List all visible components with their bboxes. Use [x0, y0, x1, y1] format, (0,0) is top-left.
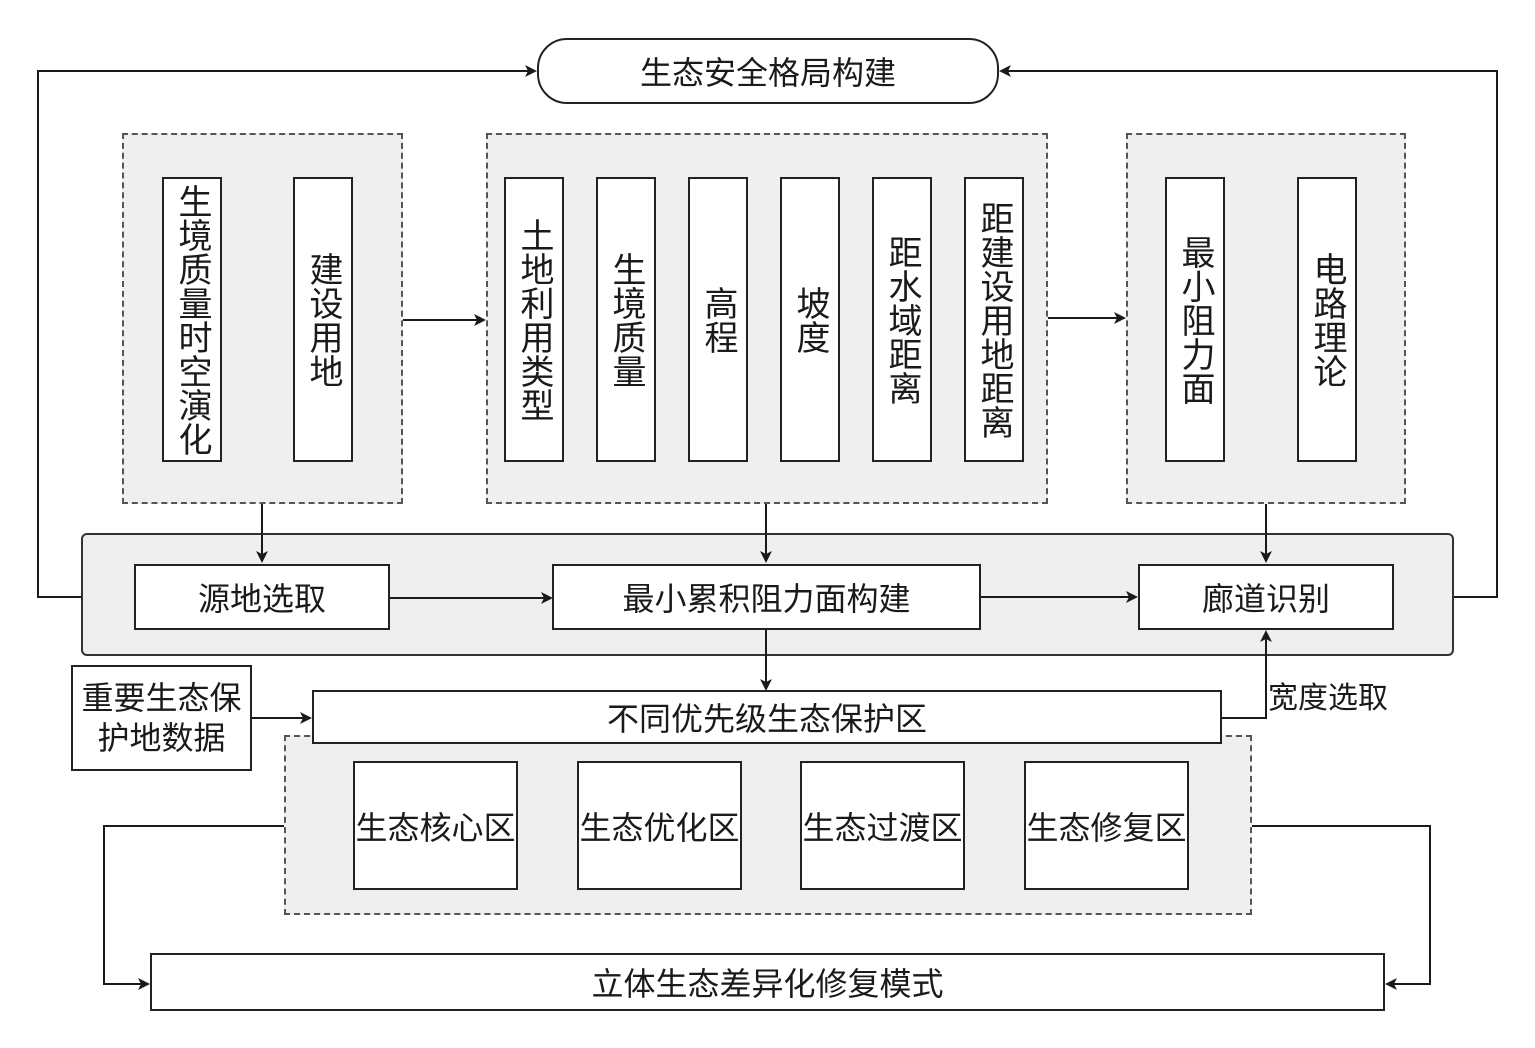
source-selection-box: 源地选取 [134, 564, 390, 630]
corridor-identification-label: 廊道识别 [1201, 580, 1330, 618]
mcr-surface-box: 最小累积阻力面构建 [552, 564, 981, 630]
width-selection-label: 宽度选取 [1268, 681, 1388, 716]
important-protected-area-data-label: 重要生态保护地数据 [81, 679, 242, 757]
resistance-factor-label: 距建设用地距离 [974, 200, 1014, 439]
important-protected-area-data-box: 重要生态保护地数据 [71, 665, 252, 771]
zone-label: 生态修复区 [1026, 808, 1187, 847]
priority-protection-zones-label: 不同优先级生态保护区 [606, 700, 927, 738]
differentiated-restoration-mode-box: 立体生态差异化修复模式 [150, 953, 1385, 1011]
differentiated-restoration-mode-label: 立体生态差异化修复模式 [591, 965, 944, 1003]
zone-label: 生态过渡区 [802, 808, 963, 847]
zone-label: 生态核心区 [355, 808, 516, 847]
zone-optimization: 生态优化区 [577, 761, 742, 890]
ecological-security-pattern-label: 生态安全格局构建 [639, 54, 896, 92]
zone-label: 生态优化区 [579, 808, 740, 847]
resistance-factor-label: 高程 [698, 285, 738, 354]
resistance-factor-label: 距水域距离 [882, 234, 922, 405]
corridor-method-label: 电路理论 [1307, 251, 1347, 388]
resistance-factor-label: 坡度 [790, 285, 830, 354]
zone-core: 生态核心区 [353, 761, 518, 890]
resistance-factor-slope: 坡度 [780, 177, 840, 462]
mcr-surface-label: 最小累积阻力面构建 [622, 580, 911, 618]
resistance-factor-water-distance: 距水域距离 [872, 177, 932, 462]
resistance-factor-label: 生境质量 [606, 251, 646, 388]
resistance-factor-habitat-quality: 生境质量 [596, 177, 656, 462]
resistance-factor-label: 土地利用类型 [514, 217, 554, 422]
source-factor-construction-land: 建设用地 [293, 177, 353, 462]
source-selection-label: 源地选取 [197, 580, 326, 618]
source-factor-habitat-evolution: 生境质量时空演化 [162, 177, 222, 462]
zone-transition: 生态过渡区 [800, 761, 965, 890]
resistance-factor-elevation: 高程 [688, 177, 748, 462]
zone-restoration: 生态修复区 [1024, 761, 1189, 890]
resistance-factor-construction-distance: 距建设用地距离 [964, 177, 1024, 462]
corridor-method-mcr: 最小阻力面 [1165, 177, 1225, 462]
resistance-factor-land-use: 土地利用类型 [504, 177, 564, 462]
priority-protection-zones-box: 不同优先级生态保护区 [312, 690, 1222, 744]
resistance-factors-group [486, 133, 1048, 504]
source-factor-label: 生境质量时空演化 [172, 183, 212, 456]
source-factor-label: 建设用地 [303, 251, 343, 388]
corridor-method-circuit: 电路理论 [1297, 177, 1357, 462]
corridor-method-label: 最小阻力面 [1175, 234, 1215, 405]
corridor-identification-box: 廊道识别 [1138, 564, 1394, 630]
ecological-security-pattern-box: 生态安全格局构建 [537, 38, 999, 104]
